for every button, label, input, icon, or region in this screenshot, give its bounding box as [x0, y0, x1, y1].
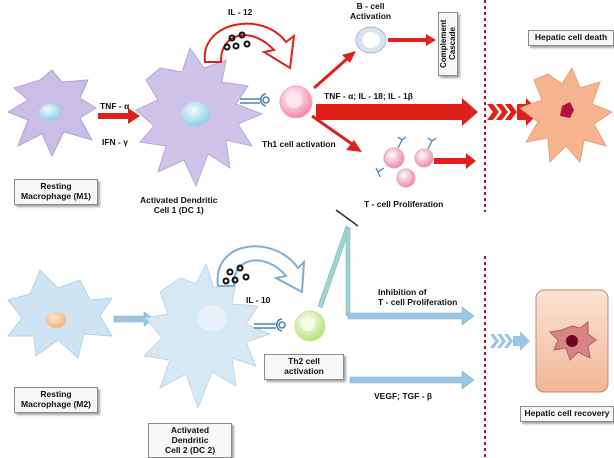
inhibition-vertical-arrow [345, 227, 351, 317]
th2-activation-box: Th2 cell activation [264, 354, 344, 380]
th2-cell-nucleus [301, 317, 315, 331]
dc2-label-line1: Activated Dendritic [170, 425, 210, 445]
inhibition-bar [335, 209, 359, 227]
th2-activation-label: Th2 cell activation [284, 356, 324, 376]
il10-label: IL - 10 [246, 295, 271, 305]
ifn-gamma-label: IFN - γ [102, 137, 128, 147]
hepatocyte-death-nucleus [560, 102, 574, 118]
bcell-nucleus [362, 32, 380, 48]
hepatic-cell-death-box: Hepatic cell death [528, 30, 614, 46]
chevron-icons-bottom [490, 334, 513, 348]
m1-nucleus [39, 104, 61, 120]
resting-macrophage-m2-box: Resting Macrophage (M2) [14, 387, 98, 413]
hepatic-recovery-label: Hepatic cell recovery [524, 408, 610, 418]
dc1-label: Activated Dendritic Cell 1 (DC 1) [140, 195, 218, 216]
vegf-tgf-label: VEGF; TGF - β [374, 391, 433, 401]
resting-macrophage-m1-box: Resting Macrophage (M1) [14, 179, 98, 205]
bcell-label-line2: Activation [350, 10, 392, 21]
dc2-label-line2: Cell 2 (DC 2) [164, 444, 216, 455]
vegf-tgf-arrow [349, 370, 475, 390]
dc1-label-line1: Activated Dendritic [140, 195, 218, 205]
chevron-arrow-bottom [513, 331, 530, 351]
bcell-label-line1: B - cell [356, 1, 385, 11]
th1-to-hepatocyte-arrow [316, 98, 478, 126]
dc2-nucleus [197, 305, 227, 331]
dc1-label-line2: Cell 1 (DC 1) [153, 204, 204, 215]
m2-nucleus [46, 312, 66, 328]
tcell-proliferation-label: T - cell Proliferation [364, 199, 444, 209]
il12-curved-arrow [203, 22, 296, 70]
m2-label-line2: Macrophage (M2) [21, 398, 91, 409]
inhibition-line1: Inhibition of [378, 287, 427, 297]
inhibition-arrow [347, 306, 475, 326]
il12-cytokine-dots [223, 31, 251, 51]
m2-label-line1: Resting [40, 389, 72, 399]
dc1-nucleus [182, 102, 210, 126]
complement-line2: Cascade [447, 27, 457, 61]
inhibition-label: Inhibition of T - cell Proliferation [378, 287, 458, 308]
bcell-activation-label: B - cell Activation [350, 1, 392, 22]
th1-cell-nucleus [286, 92, 302, 108]
hepatic-cell-recovery-box: Hepatic cell recovery [520, 406, 614, 422]
hepatic-death-label: Hepatic cell death [534, 32, 608, 42]
th1-activation-label: Th1 cell activation [262, 139, 336, 149]
bcell-to-complement-arrow [388, 34, 436, 46]
tcell-to-hepatocyte-arrow [434, 153, 476, 169]
complement-cascade-box: Complement Cascade [438, 12, 458, 76]
hepatocyte-recovery-nucleus [566, 335, 578, 347]
activated-dendritic-cell-2 [142, 262, 272, 410]
chevron-icons-top [487, 104, 517, 120]
tnf-alpha-label: TNF - α [100, 101, 130, 111]
dc1-th1-receptor [240, 93, 270, 107]
tcell-cluster [375, 136, 437, 188]
m1-label-line1: Resting [40, 181, 72, 191]
il10-cytokine-dots [222, 264, 250, 285]
m1-label-line2: Macrophage (M1) [21, 190, 91, 201]
th1-to-tcell-arrow [311, 114, 353, 146]
dc2-label-box: Activated Dendritic Cell 2 (DC 2) [148, 423, 232, 458]
il12-label: IL - 12 [228, 7, 253, 17]
il10-curved-arrow [216, 245, 306, 294]
m1-to-dc1-arrow [98, 108, 140, 124]
th1-to-bcell-arrow [313, 56, 349, 90]
inhibition-line2: T - cell Proliferation [378, 296, 458, 307]
th2-inhibition-line [317, 225, 351, 309]
tnf-il18-il1b-label: TNF - α; IL - 18; IL - 1β [324, 91, 413, 101]
dc2-th2-receptor [254, 318, 286, 332]
